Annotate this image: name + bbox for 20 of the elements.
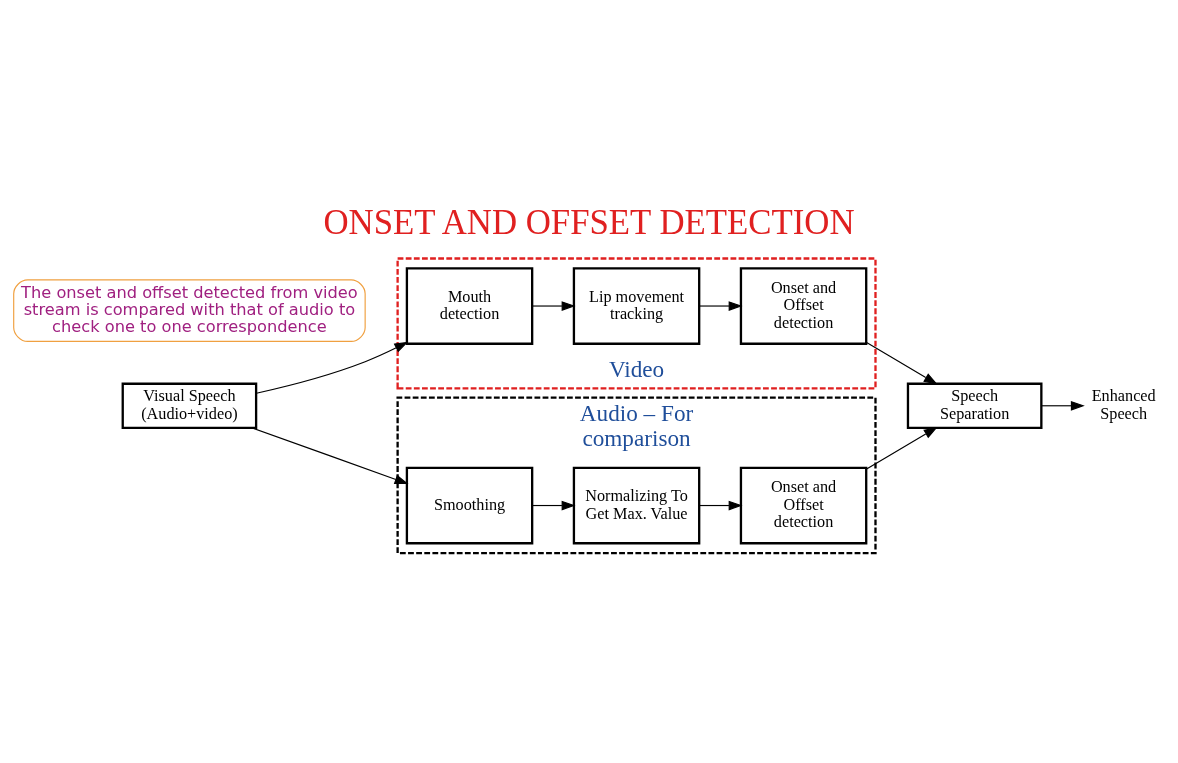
node-box: Mouth detection xyxy=(405,266,534,345)
node-box: Onset and Offset detection xyxy=(739,266,868,345)
node-box: Onset and Offset detection xyxy=(739,466,868,544)
node-box: Visual Speech (Audio+video) xyxy=(121,382,258,429)
node-box: Speech Separation xyxy=(906,382,1043,429)
arrow xyxy=(531,500,576,510)
node-box: The onset and offset detected from video stream is compared with that of audio to check one to one correspondence xyxy=(13,278,366,342)
arrow xyxy=(866,341,938,385)
arrow xyxy=(698,300,743,311)
arrow xyxy=(255,341,409,394)
arrow xyxy=(866,426,938,470)
node-box: Smoothing xyxy=(405,466,534,544)
arrow xyxy=(251,426,409,484)
arrow xyxy=(1040,400,1085,411)
node-box: Normalizing To Get Max. Value xyxy=(572,466,701,544)
diagram-title: ONSET AND OFFSET DETECTION xyxy=(323,202,855,242)
arrow xyxy=(531,300,576,311)
node-text: Enhanced Speech xyxy=(1091,386,1156,423)
arrow xyxy=(698,500,743,510)
node-box: Lip movement tracking xyxy=(572,266,701,345)
